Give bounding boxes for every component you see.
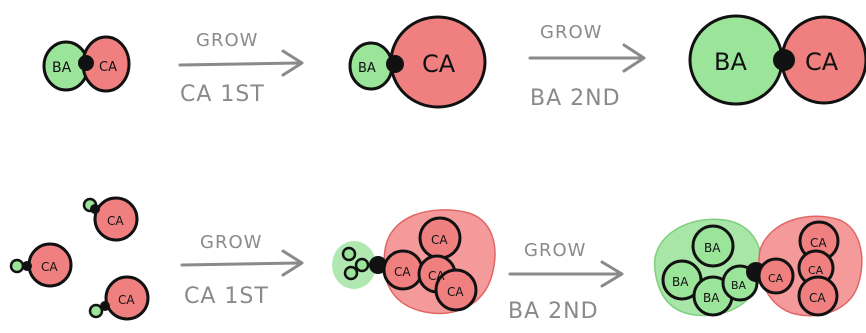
bottom2-c-label-1: CA	[394, 265, 411, 279]
bottom-arrow-1-head	[281, 249, 304, 277]
bottom3-c-label-1: CA	[810, 236, 827, 250]
bottom-stage-1: CA CA CA	[9, 196, 150, 321]
top-arrow-2-head	[622, 43, 646, 73]
bottom-arrow-1-top: GROW	[200, 232, 262, 253]
bottom1-pair-1: CA	[82, 196, 139, 242]
bottom-stage-3: BA BA BA BA CA CA CA CA	[653, 215, 863, 317]
top1-junction	[78, 55, 94, 71]
top-arrow-1-head	[281, 49, 304, 77]
top-stage-1: BA CA	[42, 35, 131, 93]
bottom3-c-label-2: CA	[768, 272, 784, 285]
top-arrow-2-bottom: BA 2ND	[530, 86, 621, 111]
bottom2-junction	[369, 256, 387, 274]
top1-b-label: BA	[52, 60, 72, 76]
bottom3-c-label-3: CA	[808, 264, 824, 277]
bottom2-c-label-3: CA	[428, 269, 445, 283]
top-stage-2: BA CA	[348, 15, 487, 109]
top2-c-label: CA	[422, 50, 456, 78]
top-arrow-2-top: GROW	[540, 22, 602, 43]
bottom2-c-label-2: CA	[431, 233, 448, 247]
bottom1-pair-2-label: CA	[41, 260, 58, 274]
bottom1-pair-2: CA	[9, 242, 73, 288]
top2-b-label: BA	[358, 61, 376, 76]
bottom3-b-label-4: BA	[731, 279, 747, 292]
top-arrow-1-top: GROW	[196, 30, 258, 51]
bottom3-b-label-1: BA	[704, 241, 721, 255]
top-stage-3: BA CA	[688, 14, 866, 106]
top-arrow-2: GROW BA 2ND	[528, 22, 646, 111]
top-arrow-1-line	[178, 61, 302, 67]
top2-junction	[386, 55, 404, 73]
bottom1-pair-3-label: CA	[118, 293, 135, 307]
bottom-arrow-2-top: GROW	[524, 240, 586, 261]
bottom-arrow-2-head	[600, 260, 624, 288]
bottom3-c-label-4: CA	[809, 291, 826, 305]
bottom3-b-label-2: BA	[672, 275, 689, 289]
bottom-arrow-2: GROW BA 2ND	[508, 240, 624, 324]
bottom1-pair-3: CA	[88, 275, 150, 321]
bottom-stage-2: CA CA CA CA	[332, 209, 496, 315]
top3-c-label: CA	[805, 48, 839, 76]
bottom-arrow-2-bottom: BA 2ND	[508, 299, 599, 324]
bottom-arrow-1-line	[180, 261, 302, 267]
bottom-arrow-1-bottom: CA 1ST	[184, 284, 269, 309]
bottom2-c-label-4: CA	[447, 285, 464, 299]
bottom-arrow-1: GROW CA 1ST	[180, 232, 304, 309]
top-arrow-1-bottom: CA 1ST	[180, 82, 265, 107]
top1-c-label: CA	[99, 60, 117, 75]
top-arrow-1: GROW CA 1ST	[178, 30, 304, 107]
top3-b-label: BA	[714, 48, 747, 76]
bottom1-pair-1-label: CA	[107, 214, 124, 228]
top3-junction	[773, 49, 795, 71]
bottom3-b-label-3: BA	[703, 291, 720, 305]
